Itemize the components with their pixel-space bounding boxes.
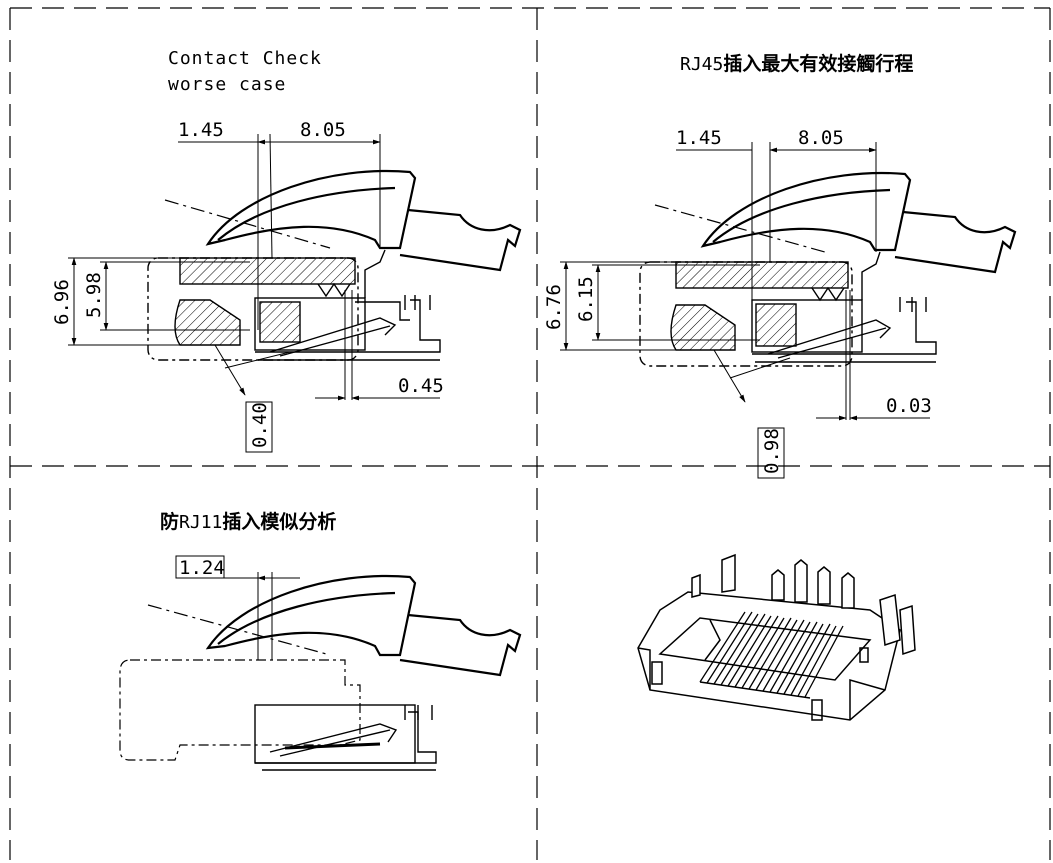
dim-5-98: 5.98 xyxy=(83,272,105,318)
dimension-leaders xyxy=(224,572,300,660)
dim-1-24-box: 1.24 xyxy=(175,555,225,579)
dim-0-40: 0.40 xyxy=(249,402,271,448)
sheet-frame xyxy=(9,7,1051,860)
dim-0-40-box: 0.40 xyxy=(245,401,273,453)
jack-contact-fingers xyxy=(699,611,844,698)
jack-pins xyxy=(691,553,916,656)
panel-title-cjk-pre: 防 xyxy=(160,510,179,533)
rj-jack-contacts xyxy=(751,251,937,363)
rj-plug-latch xyxy=(164,169,522,272)
dim-1-45: 1.45 xyxy=(178,119,224,141)
panel-title-prefix: RJ45 xyxy=(680,54,723,75)
panel-title-cjk-post: 插入模似分析 xyxy=(222,510,336,533)
dim-1-24: 1.24 xyxy=(179,557,225,579)
dim-1-45: 1.45 xyxy=(676,127,722,149)
dim-8-05: 8.05 xyxy=(300,119,346,141)
rj11-plug-outline xyxy=(119,659,361,761)
panel-contact-check: Contact Check worse case 1.45 8 xyxy=(51,48,522,453)
dim-0-98-box: 0.98 xyxy=(757,427,785,479)
panel-title: RJ45插入最大有效接觸行程 xyxy=(680,52,913,75)
panel-rj45-max-stroke: RJ45插入最大有效接觸行程 1.45 8.05 6.76 6.15 0.03 xyxy=(543,52,1017,479)
dim-6-96: 6.96 xyxy=(51,279,73,325)
rj-plug-body xyxy=(639,261,853,367)
rj-plug-body xyxy=(147,257,359,361)
dim-0-98: 0.98 xyxy=(761,428,783,474)
rj-jack-contacts xyxy=(254,704,437,771)
dim-0-03: 0.03 xyxy=(886,395,932,417)
panel-title-line2: worse case xyxy=(168,74,286,95)
dim-8-05: 8.05 xyxy=(798,127,844,149)
panel-rj11-anti-insertion: 防RJ11插入模似分析 1.24 xyxy=(119,510,522,771)
rj11-plug-latch xyxy=(147,574,522,677)
dim-6-76: 6.76 xyxy=(543,284,565,330)
dim-6-15: 6.15 xyxy=(575,276,597,322)
panel-title-cjk: 插入最大有效接觸行程 xyxy=(723,52,913,75)
rj-jack-contacts xyxy=(254,249,441,361)
panel-jack-isometric xyxy=(637,553,916,721)
rj-plug-latch xyxy=(654,171,1017,274)
panel-title-mid: RJ11 xyxy=(179,512,222,533)
panel-title: 防RJ11插入模似分析 xyxy=(160,510,336,533)
dim-0-45: 0.45 xyxy=(398,375,444,397)
panel-title-line1: Contact Check xyxy=(168,48,322,69)
